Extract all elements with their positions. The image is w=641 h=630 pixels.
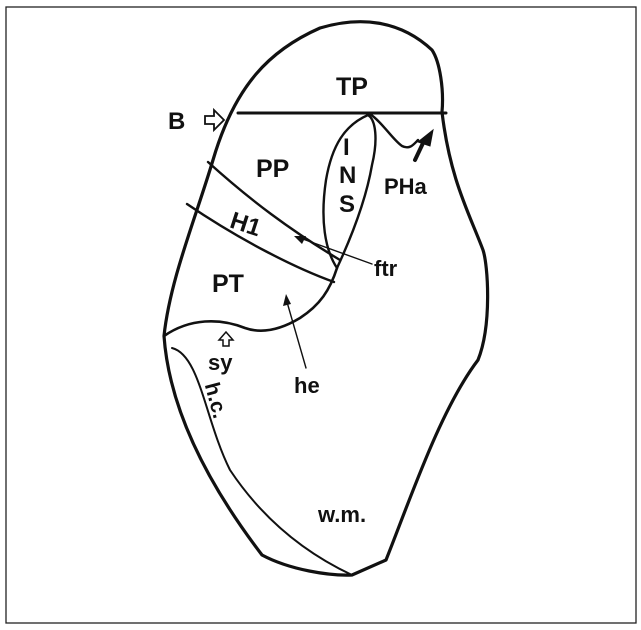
hc-boundary xyxy=(172,348,352,575)
label-ins-1: I xyxy=(343,134,350,161)
sy-arrow-icon xyxy=(219,332,233,346)
pha-boundary xyxy=(370,114,418,147)
label-wm: w.m. xyxy=(317,502,366,527)
label-pt: PT xyxy=(212,270,244,298)
pha-arrow-head xyxy=(418,130,433,146)
ftr-pointer-line xyxy=(300,238,372,264)
figure-frame xyxy=(6,7,636,623)
b-arrow-icon xyxy=(205,110,224,130)
label-he: he xyxy=(294,373,320,398)
label-ftr: ftr xyxy=(374,256,398,281)
label-sy: sy xyxy=(208,350,233,375)
pt-lower-boundary xyxy=(164,268,337,336)
label-hc: h.c. xyxy=(200,380,232,421)
label-pp: PP xyxy=(256,155,289,183)
label-tp: TP xyxy=(336,73,368,101)
label-ins-2: N xyxy=(339,162,356,189)
label-ins-3: S xyxy=(339,191,355,218)
he-pointer-line xyxy=(287,302,306,368)
label-pha: PHa xyxy=(384,174,428,199)
he-pointer-head xyxy=(283,294,291,306)
label-h1: H1 xyxy=(227,207,265,242)
label-b: B xyxy=(168,108,185,135)
section-outline xyxy=(164,22,488,575)
